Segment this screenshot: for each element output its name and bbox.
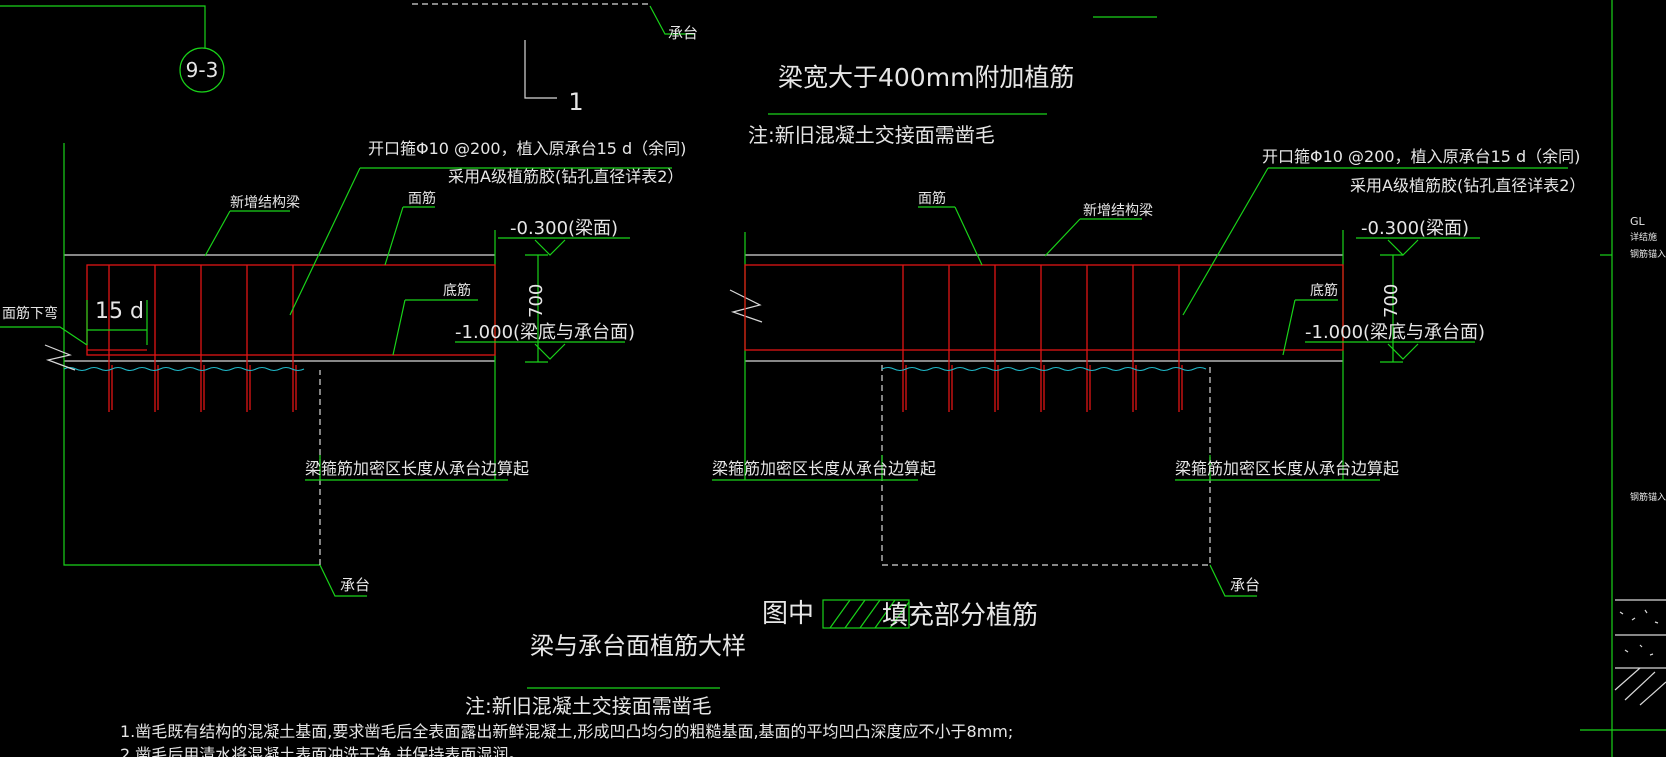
dim-700-right: 700 bbox=[1381, 284, 1402, 318]
legend-suffix: 填充部分植筋 bbox=[882, 601, 1038, 631]
dense-zone-label-2: 梁箍筋加密区长度从承台边算起 bbox=[712, 459, 936, 478]
new-beam-label-left: 新增结构梁 bbox=[230, 195, 300, 211]
dense-zone-label-3: 梁箍筋加密区长度从承台边算起 bbox=[1175, 459, 1399, 478]
right-beam-cage bbox=[744, 264, 1344, 351]
section-number: 1 bbox=[568, 88, 583, 116]
wide-beam-title: 梁宽大于400mm附加植筋 bbox=[778, 63, 1074, 92]
main-title: 梁与承台面植筋大样 bbox=[530, 632, 746, 660]
left-boundary bbox=[63, 143, 320, 566]
cheng-tai-label-left: 承台 bbox=[340, 576, 370, 594]
new-beam-label-right: 新增结构梁 bbox=[1083, 203, 1153, 219]
dim-700-left: 700 bbox=[526, 284, 547, 318]
stirrup-note-1-right: 开口箍Φ10 @200，植入原承台15 d（余同) bbox=[1262, 147, 1580, 166]
bottom-bar-label-right: 底筋 bbox=[1310, 282, 1338, 299]
elev-top-right: -0.300(梁面) bbox=[1361, 218, 1469, 239]
edge-text-1: 详结施 bbox=[1630, 231, 1657, 243]
ref-bubble bbox=[179, 47, 225, 93]
elev-bottom-left: -1.000(梁底与承台面) bbox=[455, 322, 635, 343]
note-bottom: 注:新旧混凝土交接面需凿毛 bbox=[465, 694, 712, 718]
left-beam-cage bbox=[86, 264, 496, 356]
note-item-1: 1.凿毛既有结构的混凝土基面,要求凿毛后全表面露出新鲜混凝土,形成凹凸均匀的粗糙… bbox=[120, 722, 1013, 741]
ref-bubble-label: 9-3 bbox=[186, 58, 219, 82]
edge-gl: GL bbox=[1630, 215, 1646, 228]
edge-text-3: 钢筋锚入 bbox=[1630, 491, 1666, 503]
bottom-bar-label-left: 底筋 bbox=[443, 282, 471, 299]
right-detail: 面筋 新增结构梁 开口箍Φ10 @200，植入原承台15 d（余同) 采用A级植… bbox=[712, 147, 1585, 597]
note-top: 注:新旧混凝土交接面需凿毛 bbox=[748, 123, 995, 147]
elev-top-left: -0.300(梁面) bbox=[510, 218, 618, 239]
hatch-swatch bbox=[822, 599, 910, 629]
note-item-2: 2.凿毛后用清水将混凝土表面冲洗干净,并保持表面湿润。 bbox=[120, 745, 524, 757]
stirrup-note-2-right: 采用A级植筋胶(钻孔直径详表2） bbox=[1350, 176, 1585, 195]
dim-15d: 15 d bbox=[95, 299, 144, 324]
cheng-tai-label-top: 承台 bbox=[668, 24, 698, 42]
top-bar-label-right: 面筋 bbox=[918, 190, 946, 207]
elev-bottom-right: -1.000(梁底与承台面) bbox=[1305, 322, 1485, 343]
top-bar-label-left: 面筋 bbox=[408, 190, 436, 207]
cheng-tai-label-right: 承台 bbox=[1230, 576, 1260, 594]
stirrup-note-2-left: 采用A级植筋胶(钻孔直径详表2） bbox=[448, 167, 683, 186]
dense-zone-label-1: 梁箍筋加密区长度从承台边算起 bbox=[305, 459, 529, 478]
legend: 图中 填充部分植筋 bbox=[762, 599, 1038, 631]
legend-prefix: 图中 bbox=[762, 599, 814, 629]
sheet-border: GL 详结施 钢筋锚入 钢筋锚入 bbox=[1580, 0, 1666, 757]
reference-callout: 9-3 1 承台 bbox=[0, 3, 1157, 116]
left-detail: 15 d 面筋下弯 新增结构梁 面筋 底筋 开口箍Φ10 @200，植入原承台1… bbox=[0, 139, 686, 597]
top-bar-bend-label: 面筋下弯 bbox=[2, 305, 58, 322]
stirrup-note-1-left: 开口箍Φ10 @200，植入原承台15 d（余同) bbox=[368, 139, 686, 158]
edge-text-2: 钢筋锚入 bbox=[1630, 248, 1666, 260]
